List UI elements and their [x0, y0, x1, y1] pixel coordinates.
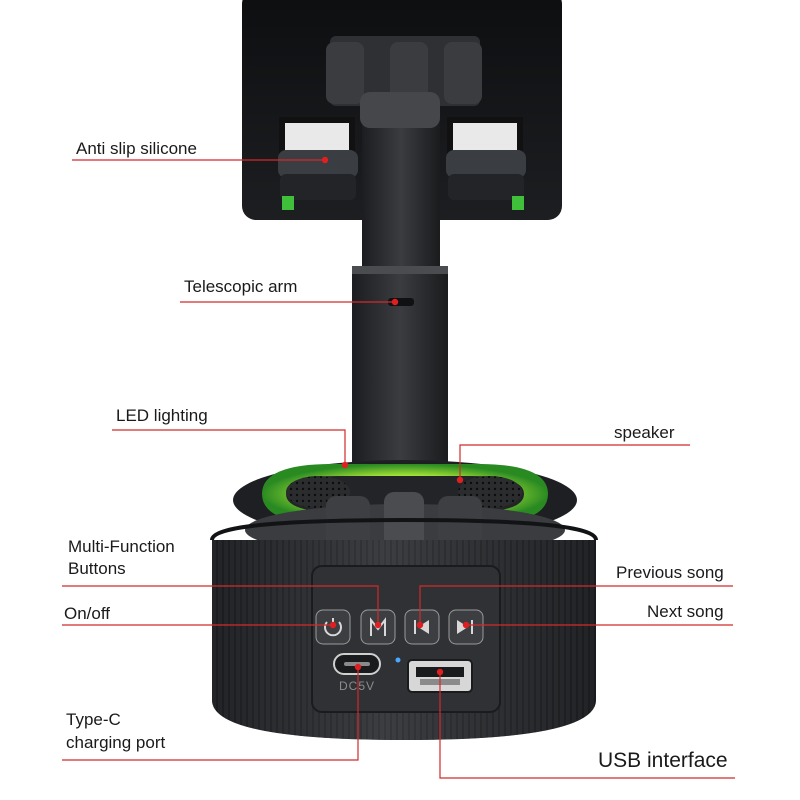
- port-label: DC5V: [339, 679, 375, 693]
- callout-multi-function-line1: Multi-Function: [68, 537, 175, 556]
- anti-slip-feet: [278, 117, 526, 210]
- m-icon: [370, 617, 386, 636]
- telescopic-arm: [352, 92, 448, 494]
- callout-type-c-line2: charging port: [66, 733, 166, 752]
- callout-usb-interface: USB interface: [598, 749, 728, 772]
- callout-speaker: speaker: [614, 423, 675, 442]
- callout-type-c-line1: Type-C: [66, 710, 121, 729]
- previous-icon: [414, 620, 429, 634]
- callout-next-song: Next song: [647, 602, 724, 621]
- callout-previous-song: Previous song: [616, 563, 724, 582]
- callout-anti-slip: Anti slip silicone: [76, 139, 197, 158]
- callout-led-lighting: LED lighting: [116, 406, 208, 425]
- callout-dots: [321, 156, 470, 676]
- next-icon: [457, 620, 473, 634]
- power-icon: [324, 621, 342, 637]
- callout-multi-function-line2: Buttons: [68, 559, 126, 578]
- speaker-base-body: [210, 517, 598, 740]
- callout-lines: [62, 159, 735, 779]
- callout-on-off: On/off: [64, 604, 110, 623]
- callout-telescopic-arm: Telescopic arm: [184, 277, 298, 296]
- status-led: [395, 657, 401, 663]
